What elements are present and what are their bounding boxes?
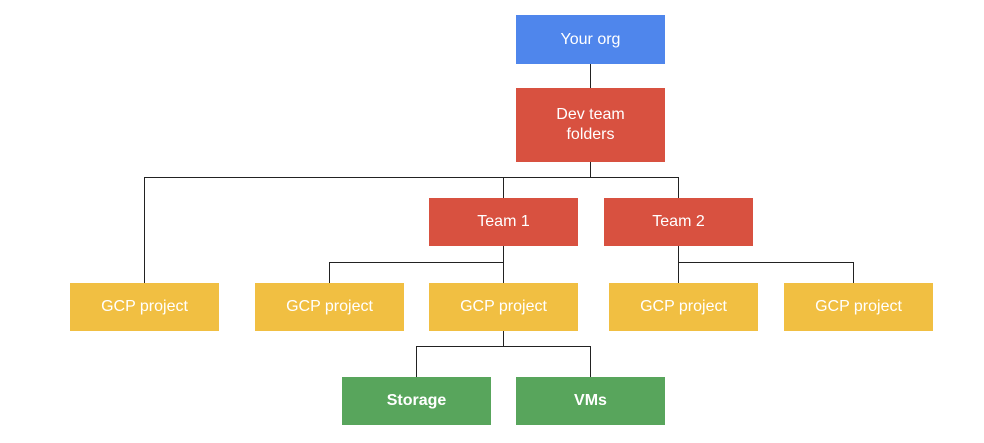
gcp-project-label: GCP project [460, 298, 547, 315]
org-label: Your org [560, 30, 621, 48]
gcp-project-label: GCP project [815, 298, 902, 315]
gcp-project-node: GCP project [255, 283, 404, 331]
gcp-project-node: GCP project [70, 283, 219, 331]
vms-node: VMs [516, 377, 665, 425]
dev-team-folders-label: Dev team folders [556, 106, 625, 143]
team-1-label: Team 1 [477, 213, 530, 230]
team-1-node: Team 1 [429, 198, 578, 246]
gcp-project-node: GCP project [784, 283, 933, 331]
team-2-label: Team 2 [652, 213, 705, 230]
storage-node: Storage [342, 377, 491, 425]
vms-label: VMs [574, 392, 607, 409]
gcp-project-node: GCP project [429, 283, 578, 331]
gcp-project-label: GCP project [640, 298, 727, 315]
storage-label: Storage [386, 392, 447, 409]
team-2-node: Team 2 [604, 198, 753, 246]
gcp-project-label: GCP project [101, 298, 188, 315]
dev-team-folders-node: Dev team folders [516, 88, 665, 162]
gcp-project-node: GCP project [609, 283, 758, 331]
org-node: Your org [516, 15, 665, 64]
gcp-project-label: GCP project [286, 298, 373, 315]
